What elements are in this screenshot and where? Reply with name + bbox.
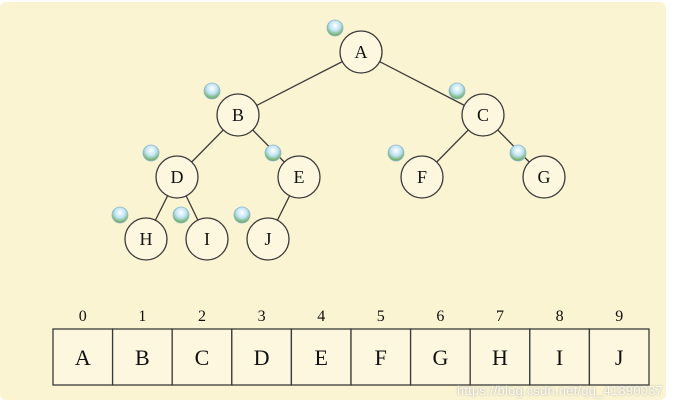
array-cell-label: I <box>556 345 563 370</box>
tree-node-circle <box>400 155 444 199</box>
array-cell-9 <box>588 328 650 386</box>
tree-node-label: B <box>232 105 244 125</box>
array-cell-label: E <box>314 345 327 370</box>
array-cell-3 <box>231 328 293 386</box>
tree-node-circle <box>277 155 321 199</box>
node-badge-icon <box>203 82 221 100</box>
array-index-label: 7 <box>496 308 504 325</box>
node-badge-icon <box>326 19 344 37</box>
watermark-text: https://blog.csdn.net/qq_41890037 <box>456 383 663 398</box>
tree-node-f: F <box>400 155 444 199</box>
tree-node-c: C <box>461 93 505 137</box>
array-cell-7 <box>469 328 531 386</box>
array-cell-label: A <box>75 345 91 370</box>
array-cell-label: F <box>375 345 387 370</box>
tree-node-circle <box>246 217 290 261</box>
tree-edges <box>145 51 545 240</box>
node-badge-icon <box>509 144 527 162</box>
tree-node-label: H <box>140 229 153 249</box>
tree-node-i: I <box>185 217 229 261</box>
tree-node-h: H <box>124 217 168 261</box>
tree-node-circle <box>124 217 168 261</box>
tree-node-label: A <box>355 42 368 62</box>
array-index-label: 1 <box>138 308 146 325</box>
array-index-label: 3 <box>258 308 266 325</box>
node-badge-icon <box>142 144 160 162</box>
node-badge-icon <box>264 144 282 162</box>
array-cell-5 <box>350 328 412 386</box>
array-cell-label: G <box>432 345 448 370</box>
tree-node-a: A <box>339 30 383 74</box>
array-index-label: 4 <box>317 308 325 325</box>
tree-node-label: I <box>204 229 210 249</box>
node-badges <box>111 19 527 224</box>
array-cell-label: H <box>492 345 508 370</box>
array-index-label: 8 <box>556 308 564 325</box>
array-cell-1 <box>111 328 173 386</box>
tree-edge-a-b <box>237 51 362 116</box>
node-badge-icon <box>172 206 190 224</box>
tree-node-circle <box>461 93 505 137</box>
node-badge-icon <box>387 144 405 162</box>
tree-node-label: D <box>171 167 184 187</box>
node-badge-icon <box>111 206 129 224</box>
tree-node-d: D <box>155 155 199 199</box>
tree-node-circle <box>155 155 199 199</box>
array-index-label: 0 <box>79 308 87 325</box>
node-badge-icon <box>448 82 466 100</box>
tree-node-label: F <box>417 167 427 187</box>
tree-node-j: J <box>246 217 290 261</box>
node-badge-icon <box>233 206 251 224</box>
array-cell-4 <box>290 328 352 386</box>
array-cell-8 <box>529 328 591 386</box>
array-cell-label: C <box>195 345 210 370</box>
array-cell-6 <box>409 328 471 386</box>
array-index-label: 9 <box>615 308 623 325</box>
array-cell-0 <box>52 328 114 386</box>
tree-node-label: E <box>294 167 305 187</box>
tree-node-b: B <box>216 93 260 137</box>
tree-node-circle <box>185 217 229 261</box>
tree-node-label: C <box>477 105 489 125</box>
array-index-label: 5 <box>377 308 385 325</box>
array-cell-label: J <box>615 345 624 370</box>
tree-node-label: G <box>538 167 551 187</box>
tree-nodes: A B C D E F G H I J <box>124 30 566 261</box>
tree-node-circle <box>522 155 566 199</box>
tree-node-circle <box>216 93 260 137</box>
tree-node-g: G <box>522 155 566 199</box>
array-index-label: 2 <box>198 308 206 325</box>
tree-node-circle <box>339 30 383 74</box>
tree-edge-a-c <box>360 51 484 116</box>
array-representation: A 0B 1C 2D 3E 4F 5G 6H 7I 8J 9 <box>52 308 650 386</box>
tree-node-e: E <box>277 155 321 199</box>
array-index-label: 6 <box>436 308 444 325</box>
tree-node-label: J <box>264 229 271 249</box>
array-cell-label: B <box>135 345 150 370</box>
array-cell-label: D <box>254 345 270 370</box>
